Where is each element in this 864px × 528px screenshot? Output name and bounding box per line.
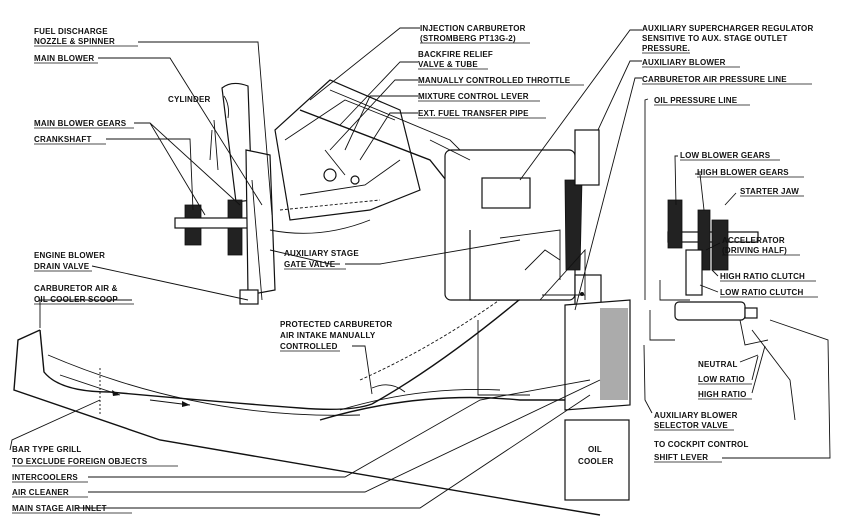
label-crankshaft: CRANKSHAFT bbox=[34, 135, 92, 144]
label-accelerator-2: (DRIVING HALF) bbox=[722, 246, 787, 255]
label-carb-scoop-2: OIL COOLER SCOOP bbox=[34, 295, 118, 304]
label-aux-reg-2: SENSITIVE TO AUX. STAGE OUTLET bbox=[642, 34, 787, 43]
air-scoop-duct bbox=[13, 269, 601, 516]
label-aux-gate-2: GATE VALVE bbox=[284, 260, 336, 269]
label-aux-selector-1: AUXILIARY BLOWER bbox=[654, 411, 738, 420]
label-protected-3: CONTROLLED bbox=[280, 342, 338, 351]
label-low-ratio: LOW RATIO bbox=[698, 375, 745, 384]
label-cockpit-1: TO COCKPIT CONTROL bbox=[654, 440, 749, 449]
label-main-inlet: MAIN STAGE AIR INLET bbox=[12, 504, 107, 513]
label-high-ratio-clutch: HIGH RATIO CLUTCH bbox=[720, 272, 805, 281]
label-carb-air-line: CARBURETOR AIR PRESSURE LINE bbox=[642, 75, 787, 84]
label-high-ratio: HIGH RATIO bbox=[698, 390, 747, 399]
label-high-blower-gears: HIGH BLOWER GEARS bbox=[697, 168, 789, 177]
label-aux-blower: AUXILIARY BLOWER bbox=[642, 58, 726, 67]
label-backfire-2: VALVE & TUBE bbox=[418, 60, 478, 69]
label-injection-carb-1: INJECTION CARBURETOR bbox=[420, 24, 526, 33]
label-aux-reg-3: PRESSURE. bbox=[642, 44, 690, 53]
label-main-blower-gears: MAIN BLOWER GEARS bbox=[34, 119, 127, 128]
label-starter-jaw: STARTER JAW bbox=[740, 187, 799, 196]
label-cockpit-2: SHIFT LEVER bbox=[654, 453, 708, 462]
label-air-cleaner: AIR CLEANER bbox=[12, 488, 69, 497]
oil-cooler bbox=[564, 419, 630, 501]
label-intercoolers: INTERCOOLERS bbox=[12, 473, 78, 482]
label-neutral: NEUTRAL bbox=[698, 360, 738, 369]
label-carb-scoop-1: CARBURETOR AIR & bbox=[34, 284, 118, 293]
engine-section bbox=[174, 79, 546, 305]
label-aux-selector-2: SELECTOR VALVE bbox=[654, 421, 728, 430]
schematic-drawing bbox=[13, 79, 796, 516]
label-fuel-discharge-1: FUEL DISCHARGE bbox=[34, 27, 108, 36]
label-backfire-1: BACKFIRE RELIEF bbox=[418, 50, 493, 59]
label-engine-drain-2: DRAIN VALVE bbox=[34, 262, 90, 271]
label-oil-line: OIL PRESSURE LINE bbox=[654, 96, 738, 105]
label-protected-2: AIR INTAKE MANUALLY bbox=[280, 331, 376, 340]
gearbox-detail bbox=[649, 199, 796, 421]
label-engine-drain-1: ENGINE BLOWER bbox=[34, 251, 105, 260]
label-injection-carb-2: (STROMBERG PT13G-2) bbox=[420, 34, 516, 43]
label-aux-gate-1: AUXILIARY STAGE bbox=[284, 249, 359, 258]
label-throttle: MANUALLY CONTROLLED THROTTLE bbox=[418, 76, 571, 85]
label-aux-reg-1: AUXILIARY SUPERCHARGER REGULATOR bbox=[642, 24, 813, 33]
label-low-blower-gears: LOW BLOWER GEARS bbox=[680, 151, 771, 160]
callout-labels: FUEL DISCHARGE NOZZLE & SPINNER MAIN BLO… bbox=[12, 24, 818, 514]
label-main-blower: MAIN BLOWER bbox=[34, 54, 94, 63]
label-accelerator-1: ACCELERATOR bbox=[722, 236, 785, 245]
label-low-ratio-clutch: LOW RATIO CLUTCH bbox=[720, 288, 804, 297]
label-mixture: MIXTURE CONTROL LEVER bbox=[418, 92, 529, 101]
label-bar-grill-2: TO EXCLUDE FOREIGN OBJECTS bbox=[12, 457, 148, 466]
label-cylinder: CYLINDER bbox=[168, 95, 211, 104]
leader-lines bbox=[9, 27, 831, 509]
auxiliary-stage bbox=[444, 129, 631, 411]
label-bar-grill-1: BAR TYPE GRILL bbox=[12, 445, 81, 454]
label-ext-fuel: EXT. FUEL TRANSFER PIPE bbox=[418, 109, 529, 118]
label-protected-1: PROTECTED CARBURETOR bbox=[280, 320, 392, 329]
label-oil-cooler-1: OIL bbox=[588, 445, 602, 454]
label-oil-cooler-2: COOLER bbox=[578, 457, 613, 466]
label-fuel-discharge-2: NOZZLE & SPINNER bbox=[34, 37, 115, 46]
